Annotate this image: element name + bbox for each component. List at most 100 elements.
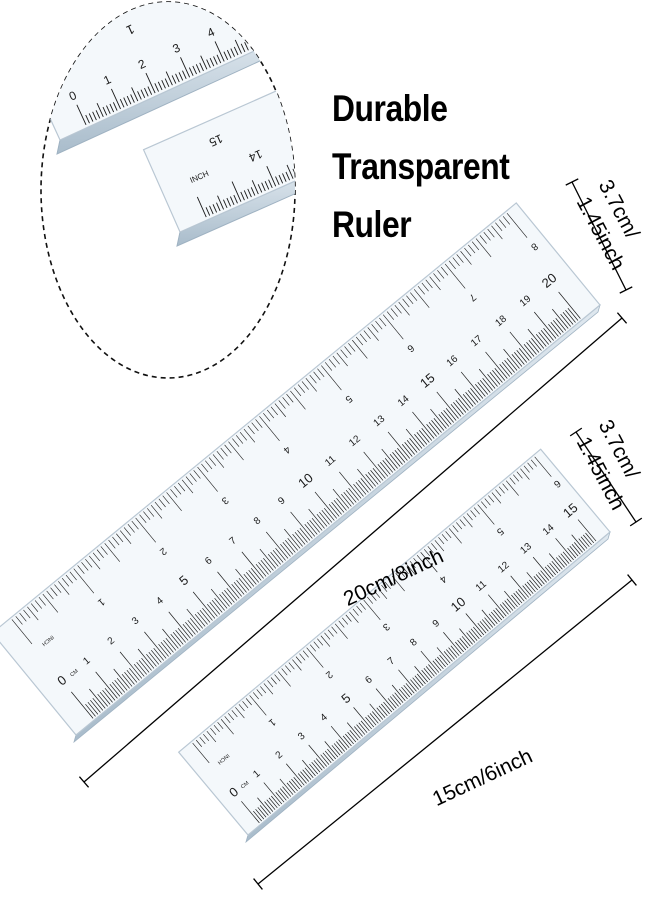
dimension-cap	[627, 574, 637, 586]
cm-tick	[367, 715, 377, 726]
inch-tick	[123, 527, 131, 536]
inch-tick	[425, 279, 433, 289]
cm-tick	[315, 758, 325, 769]
inset-tick	[205, 207, 211, 216]
inch-tick	[502, 216, 511, 225]
cm-tick	[119, 651, 143, 679]
inset-tick	[233, 46, 239, 56]
cm-tick	[172, 631, 184, 645]
inch-number: 5	[494, 525, 506, 537]
inch-tick	[475, 238, 492, 258]
cm-tick	[509, 331, 532, 359]
inch-tick	[220, 447, 228, 457]
cm-tick	[85, 703, 96, 717]
cm-tick	[412, 677, 422, 688]
inset-tick	[92, 111, 97, 121]
inch-tick	[313, 371, 321, 381]
cm-tick	[517, 589, 527, 600]
inch-tick	[61, 578, 70, 587]
inset-tick	[266, 166, 277, 187]
cm-tick	[526, 581, 536, 593]
cm-tick	[578, 538, 588, 549]
cm-tick	[453, 402, 464, 415]
cm-tick	[113, 668, 130, 689]
inch-tick	[448, 528, 462, 544]
inset-second-number: 14	[246, 147, 264, 165]
cm-tick	[459, 628, 473, 645]
inch-tick	[359, 602, 366, 610]
cm-tick	[314, 491, 338, 519]
cm-tick	[412, 411, 435, 439]
cm-tick	[111, 681, 123, 695]
cm-tick	[528, 340, 540, 353]
cm-tick	[398, 688, 408, 700]
cm-tick	[285, 763, 305, 786]
cm-tick	[405, 428, 423, 449]
inch-tick	[317, 368, 325, 378]
cm-tick	[582, 534, 592, 546]
cm-tick	[233, 581, 245, 595]
cm-tick	[104, 687, 116, 701]
inset-tick	[144, 87, 149, 97]
inch-tick	[50, 587, 58, 597]
cm-tick	[494, 368, 506, 381]
inch-tick	[386, 311, 395, 320]
cm-tick	[577, 519, 597, 542]
cm-tick	[455, 641, 464, 653]
cm-tick	[327, 748, 336, 760]
cm-tick	[345, 489, 357, 503]
cm-tick	[226, 587, 238, 601]
cm-tick	[501, 362, 513, 375]
cm-tick	[370, 469, 381, 483]
cm-tick	[324, 750, 334, 762]
cm-tick	[360, 720, 370, 732]
inch-tick	[224, 716, 231, 724]
inch-tick	[471, 241, 480, 251]
cm-tick	[436, 647, 451, 664]
cm-tick	[168, 611, 191, 639]
dimension-line	[571, 181, 627, 291]
inset-tick	[251, 180, 259, 195]
cm-tick	[405, 683, 415, 694]
ruler-face	[177, 448, 611, 836]
inch-tick	[309, 644, 316, 652]
inch-tick	[116, 533, 124, 543]
cm-tick	[540, 570, 550, 581]
cm-tick	[275, 547, 286, 561]
cm-tick	[207, 603, 218, 617]
cm-tick	[481, 619, 491, 630]
cm-tick	[202, 607, 213, 621]
cm-tick	[275, 792, 285, 803]
inch-number: 3	[380, 620, 392, 632]
inch-tick	[100, 546, 108, 555]
inch-tick	[259, 416, 280, 441]
cm-tick	[548, 324, 559, 337]
inch-tick	[135, 517, 156, 543]
dimension-lines	[78, 178, 643, 890]
cm-tick	[565, 310, 576, 323]
cm-tick	[382, 459, 394, 473]
inch-tick	[427, 546, 434, 554]
inch-tick	[438, 537, 445, 545]
cm-tick	[342, 735, 352, 747]
cm-tick	[434, 658, 444, 670]
cm-tick	[443, 651, 453, 662]
inch-tick	[274, 674, 281, 682]
inch-tick	[290, 390, 306, 410]
inch-tick	[235, 707, 245, 719]
cm-tick	[397, 448, 408, 461]
cm-tick	[177, 627, 189, 641]
cm-tick	[376, 707, 386, 718]
inch-tick	[463, 516, 473, 528]
cm-tick	[513, 592, 523, 604]
inch-tick	[232, 438, 240, 447]
cm-tick	[302, 759, 316, 777]
cm-tick	[87, 701, 99, 715]
inset-tick	[268, 30, 273, 40]
cm-tick	[443, 632, 462, 655]
cm-tick	[468, 630, 478, 641]
cm-tick	[445, 408, 457, 421]
zoom-inset: 012345121415INCH	[40, 1, 296, 379]
inch-tick	[410, 292, 418, 301]
cm-tick	[121, 673, 133, 687]
